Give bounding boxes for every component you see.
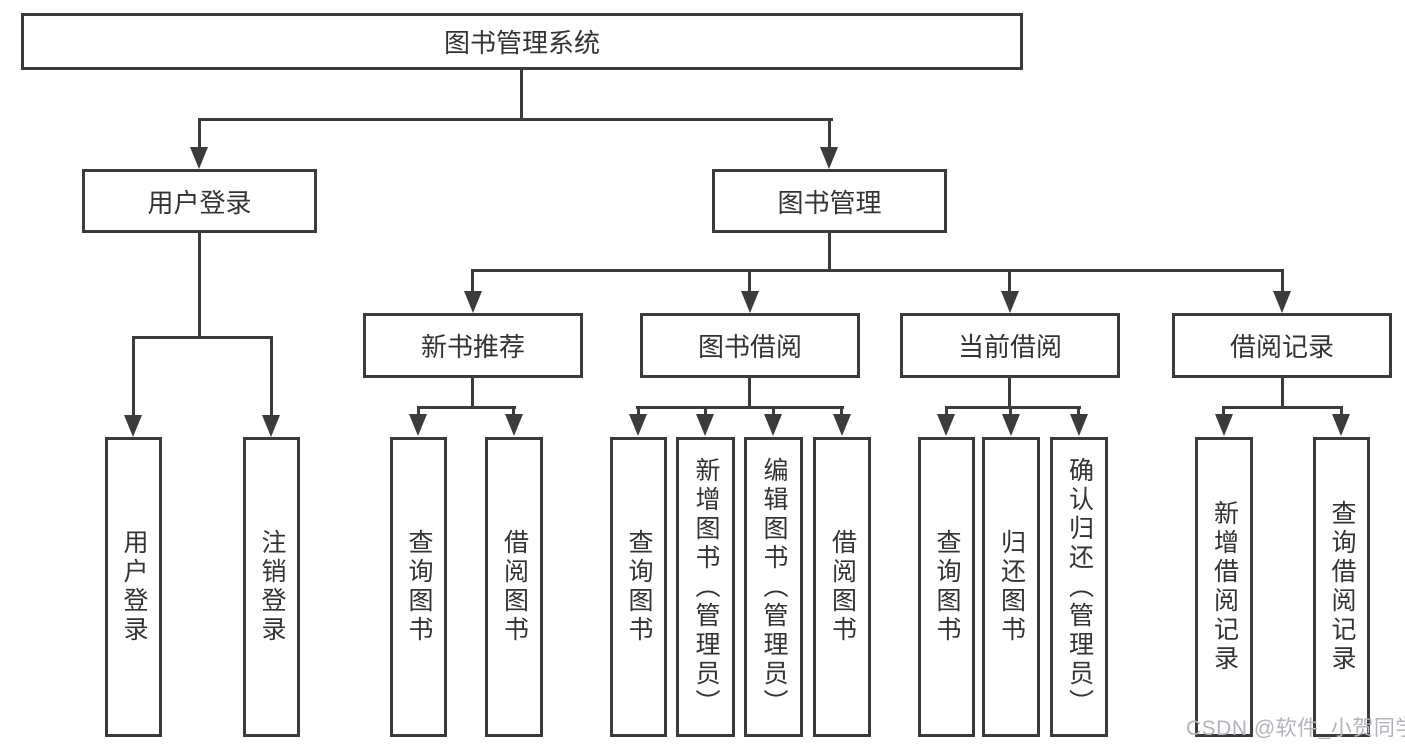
arrow-down-icon (937, 414, 955, 436)
node-new-book-recommend: 新书推荐 (363, 313, 583, 378)
node-book-management: 图书管理 (712, 169, 947, 233)
connector-current-trunk (1008, 378, 1011, 408)
connector-drop-leaf-logout (270, 336, 273, 418)
arrow-down-icon (741, 291, 759, 313)
node-leaf-confirm-return-admin: 确认归还（管理员） (1050, 437, 1108, 737)
connector-drop (1340, 406, 1343, 420)
connector-user-login-branch (132, 336, 273, 339)
arrow-down-icon (190, 147, 208, 169)
arrow-down-icon (1001, 291, 1019, 313)
connector-borrow-trunk (748, 378, 751, 408)
arrow-down-icon (696, 414, 714, 436)
connector-drop-user-login (198, 118, 201, 154)
connector-user-login-trunk (198, 233, 201, 339)
arrow-down-icon (820, 147, 838, 169)
node-library-management-system: 图书管理系统 (21, 13, 1023, 70)
connector-drop-book-borrow (748, 269, 751, 296)
node-leaf-borrow-book-recommend: 借阅图书 (485, 437, 543, 737)
connector-drop (1009, 406, 1012, 420)
node-leaf-add-book-admin: 新增图书（管理员） (676, 437, 735, 737)
connector-drop-leaf-user-login (132, 336, 135, 418)
node-leaf-query-borrow-record: 查询借阅记录 (1313, 437, 1370, 737)
node-leaf-return-book: 归还图书 (982, 437, 1040, 737)
connector-drop (1222, 406, 1225, 420)
arrow-down-icon (409, 414, 427, 436)
connector-book-management-trunk (828, 233, 831, 272)
node-leaf-query-book-current: 查询图书 (918, 437, 975, 737)
connector-drop (945, 406, 948, 420)
connector-borrow-branch (636, 406, 844, 409)
connector-drop (417, 406, 420, 420)
connector-book-management-branch (471, 269, 1284, 272)
arrow-down-icon (833, 414, 851, 436)
node-current-borrow: 当前借阅 (900, 313, 1120, 378)
arrow-down-icon (1070, 414, 1088, 436)
node-user-login: 用户登录 (82, 169, 317, 233)
node-leaf-edit-book-admin: 编辑图书（管理员） (744, 437, 803, 737)
connector-drop-book-management (828, 118, 831, 154)
arrow-down-icon (262, 415, 280, 437)
connector-records-trunk (1281, 378, 1284, 408)
arrow-down-icon (764, 414, 782, 436)
connector-drop (840, 406, 843, 420)
csdn-watermark: CSDN @软件_小贺同学 (1186, 717, 1405, 740)
connector-drop-current-borrow (1008, 269, 1011, 296)
arrow-down-icon (629, 414, 647, 436)
connector-records-branch (1222, 406, 1343, 409)
connector-root-trunk (520, 70, 523, 120)
connector-drop-borrow-records (1281, 269, 1284, 296)
connector-drop (1077, 406, 1080, 420)
arrow-down-icon (1273, 291, 1291, 313)
node-leaf-query-book-borrow: 查询图书 (610, 437, 667, 737)
node-leaf-query-book-recommend: 查询图书 (390, 437, 447, 737)
connector-drop (637, 406, 640, 420)
connector-drop-new-book-recommend (471, 269, 474, 296)
connector-recommend-branch (417, 406, 516, 409)
connector-recommend-trunk (471, 378, 474, 408)
connector-current-branch (945, 406, 1081, 409)
connector-drop (704, 406, 707, 420)
connector-drop (772, 406, 775, 420)
node-leaf-add-borrow-record: 新增借阅记录 (1195, 437, 1253, 737)
node-borrow-records: 借阅记录 (1172, 313, 1392, 378)
arrow-down-icon (1332, 414, 1350, 436)
arrow-down-icon (464, 291, 482, 313)
node-leaf-logout-login: 注销登录 (243, 437, 300, 737)
arrow-down-icon (505, 414, 523, 436)
arrow-down-icon (124, 415, 142, 437)
node-leaf-user-login: 用户登录 (105, 437, 162, 737)
connector-drop (512, 406, 515, 420)
arrow-down-icon (1002, 414, 1020, 436)
node-leaf-borrow-book: 借阅图书 (813, 437, 871, 737)
node-book-borrow: 图书借阅 (640, 313, 860, 378)
connector-root-branch (198, 118, 833, 121)
arrow-down-icon (1215, 414, 1233, 436)
